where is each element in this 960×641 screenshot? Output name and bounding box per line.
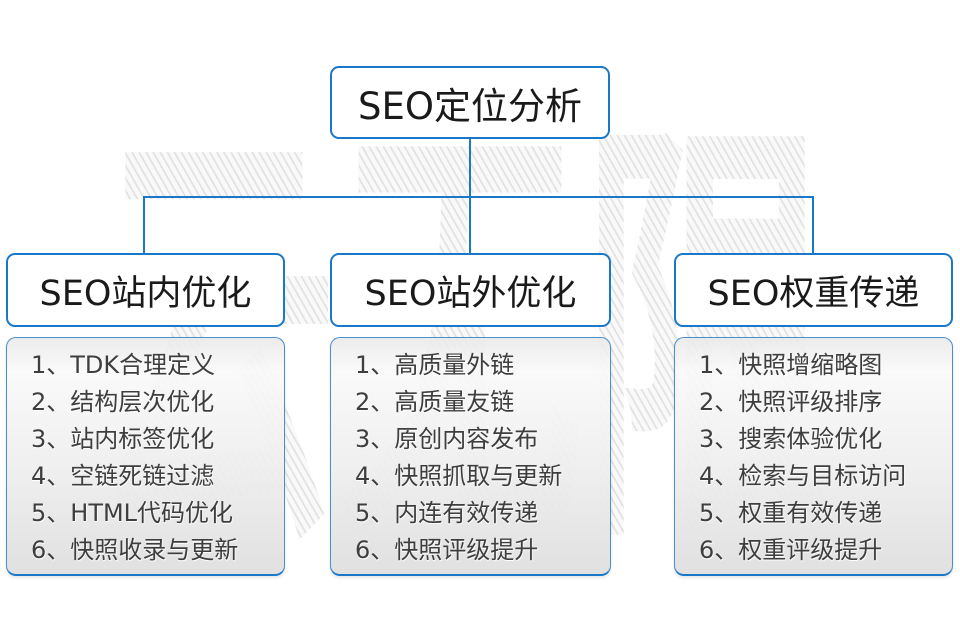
- list-item: 4、空链死链过滤: [31, 462, 215, 490]
- root-node-seo-positioning: SEO定位分析: [330, 66, 610, 139]
- list-item: 1、高质量外链: [355, 351, 515, 379]
- list-box-offsite: 1、高质量外链 2、高质量友链 3、原创内容发布 4、快照抓取与更新 5、内连有…: [330, 337, 611, 576]
- connector-root-stem: [469, 138, 471, 198]
- list-item: 3、站内标签优化: [31, 425, 215, 453]
- column-header-offsite: SEO站外优化: [330, 253, 611, 327]
- column-header-onsite: SEO站内优化: [6, 253, 285, 327]
- list-item: 2、高质量友链: [355, 388, 515, 416]
- list-box-weight: 1、快照增缩略图 2、快照评级排序 3、搜索体验优化 4、检索与目标访问 5、权…: [674, 337, 953, 576]
- list-item: 1、TDK合理定义: [31, 351, 216, 379]
- list-item: 3、搜索体验优化: [699, 425, 883, 453]
- list-item: 1、快照增缩略图: [699, 351, 883, 379]
- column-header-weight: SEO权重传递: [674, 253, 953, 327]
- connector-drop-right: [812, 196, 814, 254]
- connector-drop-left: [143, 196, 145, 254]
- list-item: 3、原创内容发布: [355, 425, 539, 453]
- list-item: 5、内连有效传递: [355, 499, 539, 527]
- column-header-label: SEO站外优化: [364, 273, 577, 314]
- list-item: 4、快照抓取与更新: [355, 462, 563, 490]
- list-onsite: 1、TDK合理定义 2、结构层次优化 3、站内标签优化 4、空链死链过滤 5、H…: [31, 347, 272, 569]
- list-weight: 1、快照增缩略图 2、快照评级排序 3、搜索体验优化 4、检索与目标访问 5、权…: [699, 347, 940, 569]
- connector-rail: [143, 196, 814, 198]
- list-item: 4、检索与目标访问: [699, 462, 907, 490]
- column-header-label: SEO权重传递: [707, 273, 920, 314]
- list-item: 5、权重有效传递: [699, 499, 883, 527]
- connector-drop-middle: [469, 196, 471, 254]
- list-item: 2、快照评级排序: [699, 388, 883, 416]
- list-item: 2、结构层次优化: [31, 388, 215, 416]
- column-header-label: SEO站内优化: [39, 273, 252, 314]
- list-item: 6、快照评级提升: [355, 536, 539, 564]
- list-item: 5、HTML代码优化: [31, 499, 234, 527]
- list-item: 6、权重评级提升: [699, 536, 883, 564]
- list-box-onsite: 1、TDK合理定义 2、结构层次优化 3、站内标签优化 4、空链死链过滤 5、H…: [6, 337, 285, 576]
- list-offsite: 1、高质量外链 2、高质量友链 3、原创内容发布 4、快照抓取与更新 5、内连有…: [355, 347, 598, 569]
- list-item: 6、快照收录与更新: [31, 536, 239, 564]
- root-node-title: SEO定位分析: [358, 84, 582, 128]
